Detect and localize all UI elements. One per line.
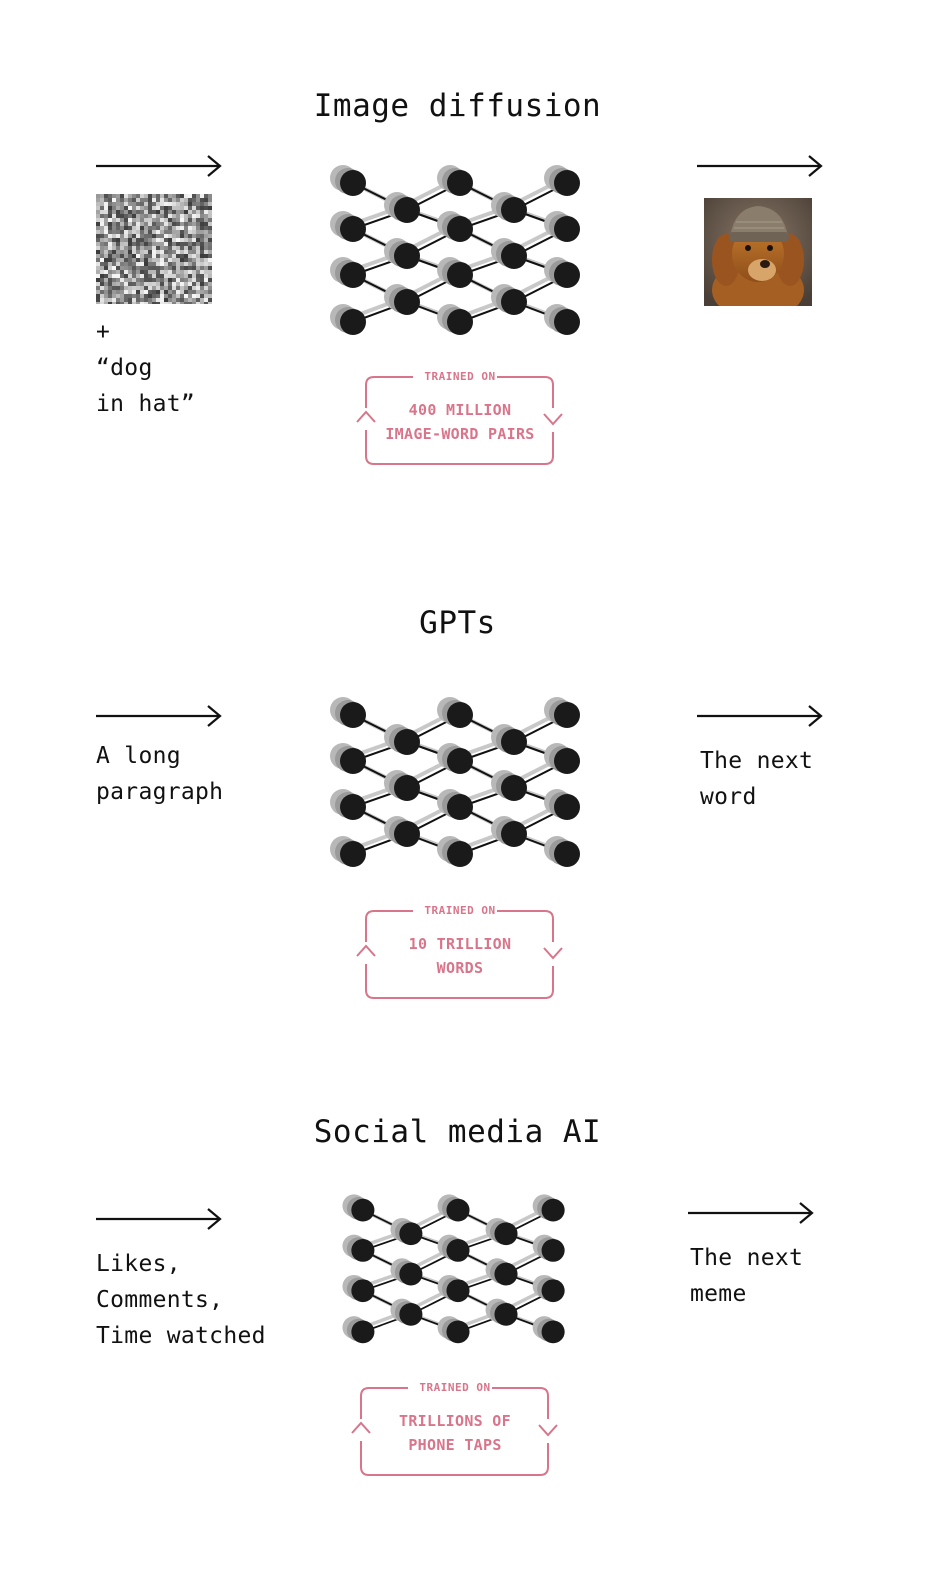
badge-frame-icon bbox=[356, 376, 563, 465]
network-node bbox=[342, 1234, 375, 1262]
network-node bbox=[330, 211, 366, 242]
network-node bbox=[330, 257, 366, 288]
right-arrow-icon bbox=[697, 705, 823, 727]
network-node bbox=[544, 836, 580, 867]
network-node bbox=[544, 697, 580, 728]
right-arrow-icon bbox=[96, 155, 222, 177]
network-node bbox=[491, 284, 527, 315]
network-node bbox=[544, 789, 580, 820]
network-node bbox=[437, 304, 473, 335]
network-node bbox=[330, 789, 366, 820]
network-node bbox=[437, 1194, 470, 1222]
network-node bbox=[330, 304, 366, 335]
network-node bbox=[437, 836, 473, 867]
network-node bbox=[532, 1316, 565, 1344]
network-node bbox=[485, 1298, 518, 1326]
network-node bbox=[384, 192, 420, 223]
network-node bbox=[342, 1274, 375, 1303]
network-node bbox=[544, 165, 580, 196]
badge-heading: TRAINED ON bbox=[424, 904, 496, 917]
trained-on-badge: TRAINED ON TRILLIONS OF PHONE TAPS bbox=[350, 1381, 560, 1481]
network-node bbox=[544, 304, 580, 335]
network-node bbox=[330, 165, 366, 196]
network-node bbox=[532, 1274, 565, 1303]
neural-network-icon bbox=[330, 165, 580, 335]
badge-text: 10 TRILLION WORDS bbox=[408, 935, 512, 977]
network-node bbox=[491, 192, 527, 223]
trained-on-badge: TRAINED ON 10 TRILLION WORDS bbox=[355, 904, 565, 1004]
network-node bbox=[437, 1274, 470, 1303]
neural-network-icon bbox=[330, 697, 580, 867]
section-title: GPTs bbox=[419, 605, 496, 641]
badge-text: 400 MILLION IMAGE-WORD PAIRS bbox=[385, 401, 535, 443]
right-arrow-icon bbox=[697, 155, 823, 177]
network-node bbox=[485, 1218, 518, 1246]
network-node bbox=[544, 211, 580, 242]
badge-heading: TRAINED ON bbox=[419, 1381, 491, 1394]
network-node bbox=[390, 1258, 423, 1286]
dog-in-hat-image bbox=[704, 198, 812, 306]
network-node bbox=[491, 816, 527, 847]
network-node bbox=[384, 238, 420, 269]
network-node bbox=[437, 1316, 470, 1344]
network-node bbox=[437, 697, 473, 728]
network-node bbox=[384, 770, 420, 801]
right-arrow-icon bbox=[688, 1202, 814, 1224]
network-node bbox=[330, 743, 366, 774]
network-node bbox=[390, 1298, 423, 1326]
input-label: A long paragraph bbox=[96, 743, 224, 805]
network-node bbox=[384, 816, 420, 847]
right-arrow-icon bbox=[96, 705, 222, 727]
network-node bbox=[342, 1316, 375, 1344]
network-node bbox=[437, 211, 473, 242]
network-node bbox=[384, 724, 420, 755]
input-label: Likes, Comments, Time watched bbox=[96, 1251, 266, 1349]
network-node bbox=[330, 697, 366, 728]
network-node bbox=[437, 743, 473, 774]
badge-frame-icon bbox=[351, 1387, 558, 1476]
network-node bbox=[532, 1234, 565, 1262]
network-node bbox=[491, 238, 527, 269]
network-node bbox=[437, 1234, 470, 1262]
section-title: Social media AI bbox=[313, 1114, 602, 1150]
section-title: Image diffusion bbox=[313, 88, 602, 124]
badge-frame-icon bbox=[356, 910, 563, 999]
neural-network-icon bbox=[342, 1194, 565, 1344]
output-label: The next meme bbox=[690, 1245, 804, 1307]
trained-on-badge: TRAINED ON 400 MILLION IMAGE-WORD PAIRS bbox=[355, 370, 565, 470]
network-node bbox=[384, 284, 420, 315]
network-node bbox=[437, 789, 473, 820]
network-node bbox=[390, 1218, 423, 1246]
network-node bbox=[544, 257, 580, 288]
network-node bbox=[342, 1194, 375, 1222]
network-node bbox=[544, 743, 580, 774]
network-node bbox=[330, 836, 366, 867]
input-label: + “dog in hat” bbox=[96, 319, 196, 417]
network-node bbox=[491, 770, 527, 801]
network-node bbox=[532, 1194, 565, 1222]
right-arrow-icon bbox=[96, 1208, 222, 1230]
network-node bbox=[485, 1258, 518, 1286]
network-node bbox=[437, 165, 473, 196]
network-node bbox=[491, 724, 527, 755]
noise-image bbox=[96, 194, 212, 304]
network-node bbox=[437, 257, 473, 288]
badge-heading: TRAINED ON bbox=[424, 370, 496, 383]
badge-text: TRILLIONS OF PHONE TAPS bbox=[399, 1412, 511, 1454]
output-label: The next word bbox=[700, 748, 814, 810]
